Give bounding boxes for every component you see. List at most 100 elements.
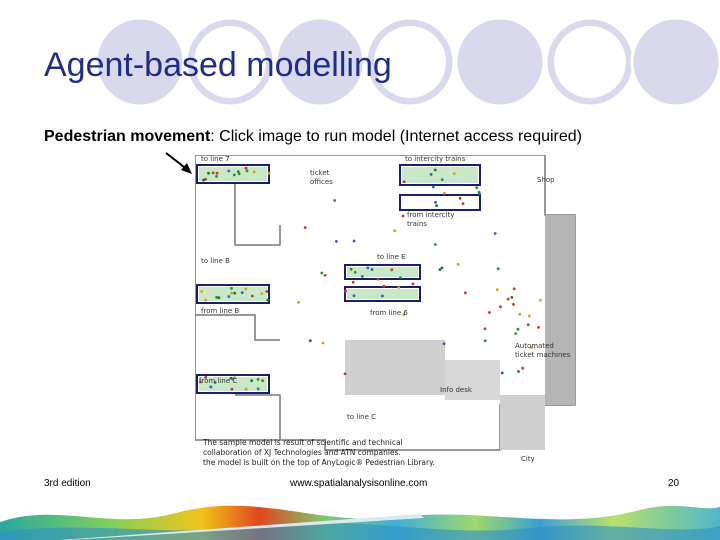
pedestrian-dot <box>230 387 234 391</box>
pedestrian-dot <box>260 292 264 295</box>
pedestrian-dot <box>530 346 533 350</box>
label-to-line-e: to line E <box>377 253 406 261</box>
pedestrian-dot <box>461 202 465 205</box>
pedestrian-dot <box>227 169 231 173</box>
footer-url: www.spatialanalysisonline.com <box>290 478 428 489</box>
service-area <box>345 340 445 395</box>
label-city: City <box>521 455 535 463</box>
pedestrian-agents <box>199 166 542 391</box>
pedestrian-dot <box>521 366 525 370</box>
pedestrian-dot <box>335 240 338 243</box>
wall-area <box>545 215 575 405</box>
pedestrian-dot <box>352 294 356 298</box>
pedestrian-dot <box>512 303 515 306</box>
pedestrian-dot <box>252 170 256 174</box>
pedestrian-dot <box>349 267 353 271</box>
pedestrian-dot <box>343 372 347 376</box>
pedestrian-dot <box>261 379 265 383</box>
pedestrian-dot <box>463 291 467 295</box>
pedestrian-dot <box>204 375 208 379</box>
pedestrian-dot <box>399 276 402 280</box>
pedestrian-dot <box>320 271 324 275</box>
pedestrian-dot <box>207 171 210 175</box>
pedestrian-dot <box>244 387 248 391</box>
decorative-map-strip <box>0 492 720 540</box>
decor-circle <box>454 16 546 108</box>
pedestrian-dot <box>393 229 396 233</box>
pedestrian-dot <box>456 263 460 266</box>
pedestrian-dot <box>308 339 312 343</box>
footer-edition: 3rd edition <box>44 478 91 489</box>
label-from-line-c: from line C <box>199 377 237 385</box>
pedestrian-dot <box>230 286 233 290</box>
pedestrian-dot <box>496 267 500 271</box>
decor-circle <box>630 16 720 108</box>
pedestrian-dot <box>244 166 248 170</box>
pedestrian-dot <box>256 387 260 391</box>
pedestrian-dot <box>360 275 364 278</box>
pedestrian-dot <box>232 376 236 380</box>
pedestrian-dot <box>323 274 327 277</box>
pedestrian-dot <box>499 305 502 309</box>
pedestrian-dot <box>353 270 357 274</box>
pedestrian-dot <box>435 204 439 208</box>
pedestrian-dot <box>227 295 231 298</box>
label-from-intercity-1: from intercity <box>407 211 454 219</box>
caption-line-3: the model is built on the top of AnyLogi… <box>203 458 435 467</box>
pedestrian-dot <box>266 298 270 302</box>
pedestrian-dot <box>382 284 386 288</box>
pedestrian-dot <box>213 381 217 384</box>
pedestrian-dot <box>217 296 221 300</box>
label-to-line-c: to line C <box>347 413 376 421</box>
slide-title: Agent-based modelling <box>44 46 392 84</box>
pedestrian-dot <box>256 378 260 381</box>
pedestrian-dot <box>381 294 384 298</box>
pedestrian-dot <box>402 313 406 317</box>
pedestrian-dot <box>376 277 380 281</box>
pedestrian-dot <box>250 379 253 383</box>
footer-page-number: 20 <box>668 478 680 489</box>
pedestrian-dot <box>483 327 487 331</box>
pedestrian-model-image[interactable]: to line 7 to intercity trains ticket off… <box>195 155 577 467</box>
pedestrian-dot <box>402 180 406 184</box>
caption-line-1: The sample model is result of scientific… <box>202 438 403 447</box>
pedestrian-dot <box>215 175 218 178</box>
pedestrian-dot <box>431 185 435 189</box>
pedestrian-dot <box>433 243 437 246</box>
pedestrian-dot <box>528 314 531 318</box>
pedestrian-dot <box>215 296 218 299</box>
pedestrian-dot <box>390 268 394 272</box>
subtitle-rest: : Click image to run model (Internet acc… <box>210 128 582 145</box>
pedestrian-dot <box>250 294 254 298</box>
pedestrian-dot <box>370 268 374 271</box>
pedestrian-dot <box>397 286 401 289</box>
pedestrian-dot <box>236 170 240 173</box>
pedestrian-dot <box>265 290 269 293</box>
pedestrian-dot <box>512 287 516 291</box>
pedestrian-dot <box>199 380 202 384</box>
pedestrian-dot <box>488 311 491 314</box>
pedestrian-dot <box>440 266 444 270</box>
pedestrian-dot <box>433 168 437 172</box>
label-to-line-b: to line B <box>201 257 230 265</box>
pedestrian-dot <box>477 192 481 195</box>
label-ticket-offices-1: ticket <box>310 169 330 177</box>
decorative-circles <box>94 16 720 108</box>
pedestrian-dot <box>237 172 241 176</box>
pedestrian-dot <box>539 298 542 302</box>
pedestrian-dot <box>244 287 248 291</box>
pedestrian-dot <box>344 289 347 293</box>
label-from-intercity-2: trains <box>407 220 427 228</box>
label-to-intercity: to intercity trains <box>405 155 466 163</box>
pedestrian-dot <box>483 339 487 343</box>
pedestrian-dot <box>240 291 244 294</box>
pedestrian-dot <box>215 171 219 175</box>
pedestrian-dot <box>351 280 355 284</box>
pedestrian-dot <box>267 171 271 175</box>
pedestrian-dot <box>401 214 405 218</box>
pedestrian-dot <box>452 172 456 176</box>
pedestrian-dot <box>500 371 504 375</box>
pedestrian-dot <box>211 171 215 175</box>
pedestrian-dot <box>526 323 530 327</box>
label-from-line-6: from line 6 <box>370 309 408 317</box>
